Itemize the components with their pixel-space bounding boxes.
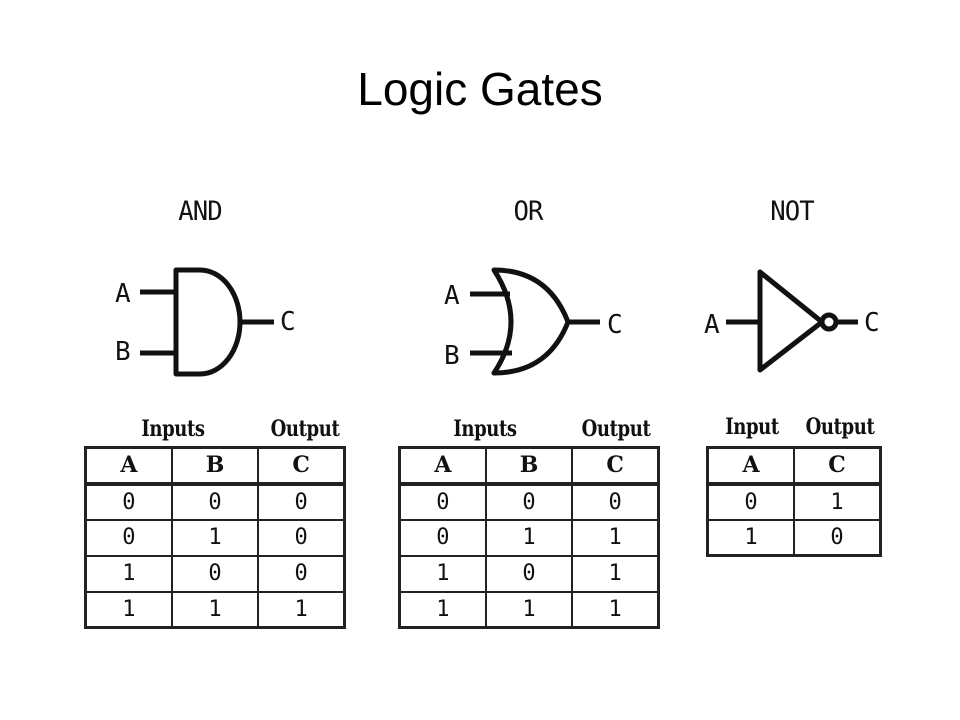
or-input-b-label: B bbox=[444, 341, 460, 371]
and-input-a-label: A bbox=[115, 279, 131, 309]
and-inputs-header: Inputs bbox=[141, 416, 205, 442]
table-cell: 0 bbox=[706, 482, 795, 521]
table-cell: 1 bbox=[484, 590, 574, 629]
table-cell: 0 bbox=[398, 518, 487, 557]
or-gate-body bbox=[491, 267, 571, 376]
table-cell: 1 bbox=[398, 590, 487, 629]
table-row: 1 1 1 bbox=[84, 590, 346, 629]
table-cell: 0 bbox=[571, 482, 660, 521]
table-row: 1 0 bbox=[706, 518, 882, 557]
or-gate-title: OR bbox=[513, 196, 543, 227]
column-header: C bbox=[793, 446, 882, 486]
table-header-row: A B C bbox=[398, 446, 660, 486]
table-cell: 1 bbox=[571, 554, 660, 593]
table-cell: 1 bbox=[170, 590, 260, 629]
not-bubble bbox=[819, 312, 839, 332]
or-output-header: Output bbox=[581, 416, 651, 442]
table-cell: 0 bbox=[84, 518, 173, 557]
table-row: 0 0 0 bbox=[398, 482, 660, 521]
table-header-row: A C bbox=[706, 446, 882, 486]
table-row: 0 1 bbox=[706, 482, 882, 521]
and-gate-body bbox=[173, 267, 243, 377]
table-row: 1 1 1 bbox=[398, 590, 660, 629]
or-inputs-header: Inputs bbox=[453, 416, 517, 442]
column-header: C bbox=[257, 446, 346, 486]
table-row: 1 0 1 bbox=[398, 554, 660, 593]
table-cell: 0 bbox=[257, 482, 346, 521]
not-output-header: Output bbox=[805, 414, 875, 440]
table-cell: 1 bbox=[84, 590, 173, 629]
table-row: 1 0 0 bbox=[84, 554, 346, 593]
slide-title: Logic Gates bbox=[357, 63, 603, 115]
column-header: C bbox=[571, 446, 660, 486]
and-output-label: C bbox=[280, 307, 296, 337]
column-header: B bbox=[484, 446, 574, 486]
not-input-a-label: A bbox=[704, 310, 720, 340]
or-truth-table: A B C 0 0 0 0 1 1 1 0 1 1 1 1 bbox=[398, 446, 660, 629]
column-header: B bbox=[170, 446, 260, 486]
table-cell: 0 bbox=[793, 518, 882, 557]
table-cell: 1 bbox=[170, 518, 260, 557]
table-cell: 1 bbox=[793, 482, 882, 521]
table-cell: 0 bbox=[84, 482, 173, 521]
table-cell: 0 bbox=[170, 482, 260, 521]
column-header: A bbox=[84, 446, 173, 486]
table-cell: 1 bbox=[398, 554, 487, 593]
table-row: 0 0 0 bbox=[84, 482, 346, 521]
not-output-label: C bbox=[864, 308, 880, 338]
and-gate-title: AND bbox=[178, 196, 222, 227]
table-cell: 0 bbox=[484, 482, 574, 521]
or-output-label: C bbox=[607, 310, 623, 340]
table-cell: 0 bbox=[484, 554, 574, 593]
table-row: 0 1 1 bbox=[398, 518, 660, 557]
not-gate-title: NOT bbox=[770, 196, 814, 227]
table-cell: 1 bbox=[571, 590, 660, 629]
table-cell: 1 bbox=[257, 590, 346, 629]
table-cell: 1 bbox=[84, 554, 173, 593]
or-input-a-label: A bbox=[444, 281, 460, 311]
table-cell: 1 bbox=[571, 518, 660, 557]
column-header: A bbox=[706, 446, 795, 486]
table-cell: 0 bbox=[170, 554, 260, 593]
table-row: 0 1 0 bbox=[84, 518, 346, 557]
table-header-row: A B C bbox=[84, 446, 346, 486]
table-cell: 0 bbox=[257, 518, 346, 557]
table-cell: 1 bbox=[484, 518, 574, 557]
not-truth-table: A C 0 1 1 0 bbox=[706, 446, 882, 557]
not-input-header: Input bbox=[725, 414, 779, 440]
table-cell: 1 bbox=[706, 518, 795, 557]
table-cell: 0 bbox=[398, 482, 487, 521]
and-input-b-label: B bbox=[115, 337, 131, 367]
table-cell: 0 bbox=[257, 554, 346, 593]
column-header: A bbox=[398, 446, 487, 486]
and-truth-table: A B C 0 0 0 0 1 0 1 0 0 1 1 1 bbox=[84, 446, 346, 629]
not-gate-body bbox=[757, 269, 825, 373]
and-output-header: Output bbox=[270, 416, 340, 442]
